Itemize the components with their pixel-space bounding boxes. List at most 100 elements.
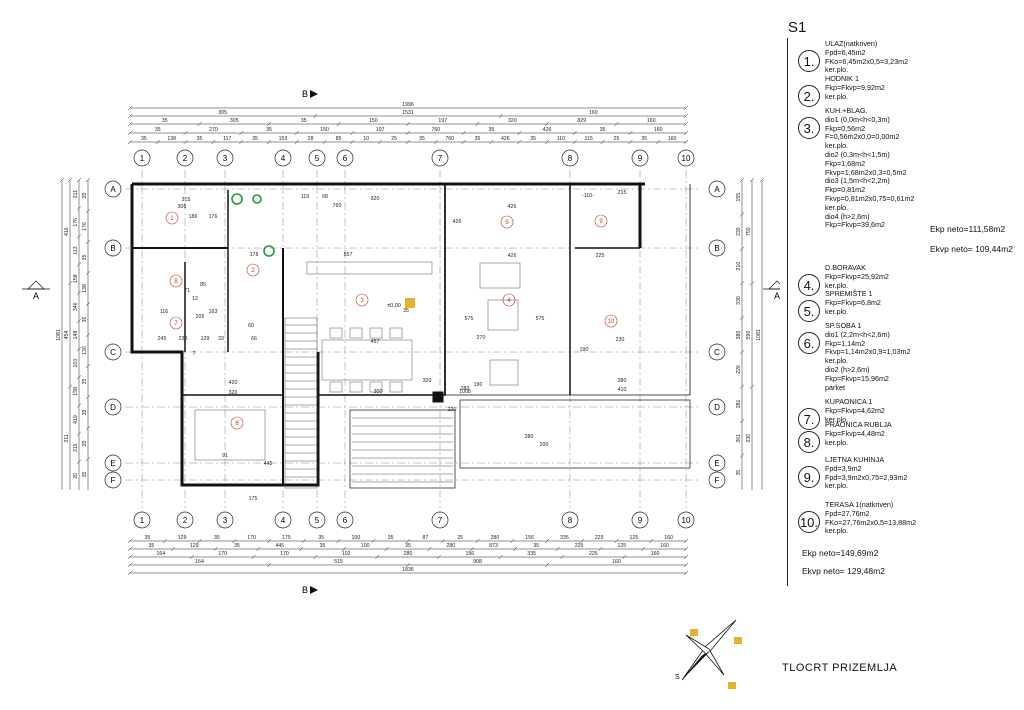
dim-tick <box>76 177 82 183</box>
dim-value: 35 <box>234 543 240 549</box>
dim-tick <box>67 281 73 286</box>
legend-line: Fkp=0,81m2 <box>825 185 866 195</box>
dim-value: 160 <box>651 551 660 557</box>
wall <box>130 184 320 487</box>
section-arrow-icon <box>310 586 318 594</box>
dim-label: 85 <box>200 282 206 288</box>
grid-label: 8 <box>568 516 573 525</box>
dim-label: 457 <box>371 339 380 345</box>
section-label-b: B <box>302 89 308 99</box>
grid-label: 2 <box>183 154 188 163</box>
dim-tick <box>572 130 577 136</box>
dim-value: 35 <box>82 379 88 385</box>
grid-bubble <box>708 454 726 472</box>
grid-label: B <box>110 244 115 253</box>
dim-label: 175 <box>249 496 258 502</box>
dim-value: 35 <box>530 136 536 142</box>
dim-tick <box>683 121 689 127</box>
dim-tick <box>405 139 411 145</box>
grid-label: 6 <box>343 154 348 163</box>
dim-tick <box>85 301 91 307</box>
dim-value: 20 <box>73 473 79 479</box>
dim-tick <box>127 139 133 145</box>
dim-tick <box>189 554 194 560</box>
legend-line: Fkvp=1,68m2x0,3=0,5m2 <box>825 167 907 177</box>
dim-value: 1996 <box>402 102 414 108</box>
dim-label: 426 <box>453 219 462 225</box>
section-arrow-icon <box>310 90 318 98</box>
dim-value: 129 <box>178 535 187 541</box>
dim-tick <box>739 212 745 217</box>
dim-value: 305 <box>230 118 239 124</box>
dim-tick <box>614 121 619 127</box>
dim-value: 35 <box>82 441 88 447</box>
grid-bubble <box>708 239 726 257</box>
legend-line: Fkvp=0,81m2x0,75=0,61m2 <box>825 193 915 203</box>
dim-tick <box>433 139 438 145</box>
dim-label: 280 <box>461 386 470 392</box>
legend-line: Fkp=Fkvp=4,62m2 <box>825 405 885 415</box>
dim-label: 280 <box>525 434 534 440</box>
dim-value: 35 <box>82 317 88 323</box>
dim-value: 416 <box>64 227 70 236</box>
grid-bubble <box>336 511 354 529</box>
dim-label: 68 <box>322 194 328 200</box>
dim-value: 138 <box>167 136 176 142</box>
grid-label: F <box>715 476 720 485</box>
dim-value: 160 <box>654 127 663 133</box>
grid-bubble <box>104 471 122 489</box>
dim-tick <box>489 139 494 145</box>
dim-tick <box>67 384 73 389</box>
dim-value: 908 <box>473 559 482 565</box>
dim-tick <box>313 554 318 560</box>
dim-value: 176 <box>82 222 88 231</box>
dim-value: 280 <box>491 535 500 541</box>
dim-tick <box>197 121 202 127</box>
dim-tick <box>294 130 299 136</box>
dim-tick <box>127 121 133 127</box>
dim-label: 71 <box>184 288 190 294</box>
dim-label: 410 <box>618 387 627 393</box>
dim-value: 305 <box>218 110 227 116</box>
legend-number: 8. <box>798 431 820 453</box>
dim-value: 170 <box>247 535 256 541</box>
dim-value: 102 <box>342 551 351 557</box>
dim-tick <box>127 113 133 119</box>
dim-value: 35 <box>141 136 147 142</box>
legend-line: dio1 (0,0m<h<0,3m) <box>825 114 890 124</box>
dim-label: 119 <box>301 194 309 200</box>
dim-tick <box>67 177 73 183</box>
legend-line: KUH.+BLAG. <box>825 106 868 115</box>
compass-label: S <box>675 674 680 681</box>
legend-number: 3. <box>798 117 820 139</box>
sofa <box>489 359 519 386</box>
dim-tick <box>266 139 272 145</box>
dim-value: 35 <box>419 136 425 142</box>
room-number: 1 <box>170 216 174 222</box>
grid-label: 6 <box>343 516 348 525</box>
grid-bubble <box>336 149 354 167</box>
room-number: 8 <box>174 279 178 285</box>
dim-tick <box>739 453 745 458</box>
dim-value: 261 <box>736 434 742 443</box>
grid-label: E <box>714 459 719 468</box>
dim-tick <box>628 139 633 145</box>
dim-value: 35 <box>82 472 88 478</box>
grid-label: 10 <box>682 516 691 525</box>
dim-label: 760 <box>333 203 342 209</box>
dim-value: 170 <box>218 551 227 557</box>
total-kp-neto: Ekp neto=111,58m2 <box>930 224 1006 234</box>
dim-label: 66 <box>251 336 257 342</box>
dim-value: 113 <box>73 246 79 254</box>
dim-value: 873 <box>489 543 498 549</box>
dim-tick <box>127 546 133 552</box>
dim-value: 330 <box>736 296 742 305</box>
dim-label: 320 <box>423 378 432 384</box>
grid-label: 3 <box>223 516 228 525</box>
legend-line: ker.plo. <box>825 306 849 316</box>
dim-value: 129 <box>190 543 199 549</box>
grid-bubble <box>708 398 726 416</box>
legend-line: LJETNA KUHINJA <box>825 455 885 464</box>
